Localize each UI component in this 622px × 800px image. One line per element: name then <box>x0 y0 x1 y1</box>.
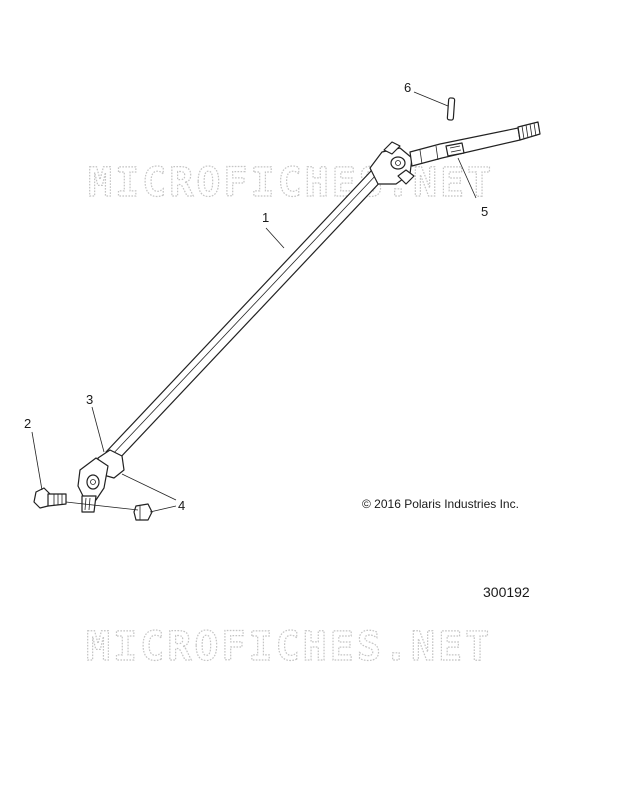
lower-universal-joint[interactable] <box>77 449 125 513</box>
nut[interactable] <box>133 503 153 521</box>
callout-6: 6 <box>404 80 411 95</box>
leader-lines <box>31 91 477 513</box>
bolt[interactable] <box>33 487 67 509</box>
callout-3: 3 <box>86 392 93 407</box>
roll-pin[interactable] <box>446 97 456 121</box>
watermark-top: MICROFICHES.NET <box>88 160 494 206</box>
callout-5: 5 <box>481 204 488 219</box>
watermark-bottom: MICROFICHES.NET <box>86 624 492 670</box>
callout-2: 2 <box>24 416 31 431</box>
callout-4: 4 <box>178 498 185 513</box>
upper-universal-joint[interactable] <box>369 141 415 185</box>
copyright-notice: © 2016 Polaris Industries Inc. <box>362 497 519 511</box>
steering-shaft[interactable] <box>105 169 385 461</box>
figure-number: 300192 <box>483 584 530 600</box>
upper-shaft[interactable] <box>409 121 541 167</box>
callout-1: 1 <box>262 210 269 225</box>
